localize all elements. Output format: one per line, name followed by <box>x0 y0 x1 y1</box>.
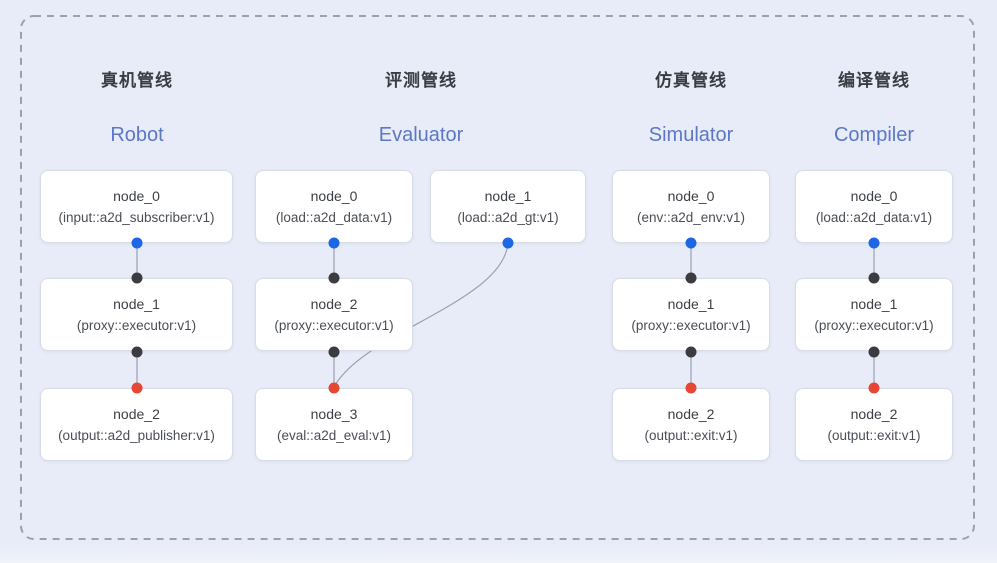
port-dot-black <box>328 346 340 358</box>
pipeline-title-en-simulator: Simulator <box>648 124 734 146</box>
node-spec: (env::a2d_env:v1) <box>636 210 746 225</box>
port-dot-blue <box>502 237 514 249</box>
node-title: node_2 <box>850 406 898 422</box>
node-spec: (output::exit:v1) <box>827 428 921 443</box>
node-spec: (proxy::executor:v1) <box>814 318 934 333</box>
node-spec: (proxy::executor:v1) <box>274 318 394 333</box>
node-robot-1: node_1 (proxy::executor:v1) <box>40 278 233 351</box>
node-title: node_0 <box>850 188 898 204</box>
port-dot-red <box>131 382 143 394</box>
node-compiler-2: node_2 (output::exit:v1) <box>795 388 953 461</box>
port-dot-red <box>328 382 340 394</box>
node-spec: (proxy::executor:v1) <box>76 318 197 333</box>
node-title: node_1 <box>113 296 160 312</box>
node-spec: (load::a2d_data:v1) <box>815 210 933 225</box>
node-evaluator-3: node_3 (eval::a2d_eval:v1) <box>255 388 413 461</box>
pipeline-title-zh-compiler: 编译管线 <box>838 71 910 90</box>
node-compiler-1: node_1 (proxy::executor:v1) <box>795 278 953 351</box>
node-simulator-2: node_2 (output::exit:v1) <box>612 388 770 461</box>
node-title: node_1 <box>667 296 715 312</box>
node-title: node_3 <box>310 406 358 422</box>
port-dot-black <box>685 272 697 284</box>
node-spec: (load::a2d_data:v1) <box>275 210 393 225</box>
port-dot-black <box>868 346 880 358</box>
node-title: node_0 <box>113 188 160 204</box>
pipeline-title-zh-simulator: 仿真管线 <box>655 71 727 90</box>
pipeline-title-zh-evaluator: 评测管线 <box>385 71 457 90</box>
port-dot-black <box>131 272 143 284</box>
node-spec: (eval::a2d_eval:v1) <box>276 428 392 443</box>
node-simulator-1: node_1 (proxy::executor:v1) <box>612 278 770 351</box>
port-dot-blue <box>328 237 340 249</box>
pipeline-title-en-robot: Robot <box>110 124 164 146</box>
node-spec: (output::exit:v1) <box>644 428 738 443</box>
node-title: node_1 <box>850 296 898 312</box>
pipeline-title-zh-robot: 真机管线 <box>101 71 173 90</box>
node-title: node_2 <box>667 406 715 422</box>
pipeline-title-en-compiler: Compiler <box>833 124 915 146</box>
node-robot-2: node_2 (output::a2d_publisher:v1) <box>40 388 233 461</box>
port-dot-blue <box>131 237 143 249</box>
port-dot-blue <box>685 237 697 249</box>
node-title: node_0 <box>667 188 715 204</box>
node-spec: (proxy::executor:v1) <box>631 318 751 333</box>
node-evaluator-1: node_1 (load::a2d_gt:v1) <box>430 170 586 243</box>
port-dot-black <box>131 346 143 358</box>
dashed-border <box>20 15 975 540</box>
node-simulator-0: node_0 (env::a2d_env:v1) <box>612 170 770 243</box>
pipeline-title-en-evaluator: Evaluator <box>378 124 464 146</box>
node-evaluator-0: node_0 (load::a2d_data:v1) <box>255 170 413 243</box>
port-dot-red <box>685 382 697 394</box>
node-title: node_2 <box>310 296 358 312</box>
port-dot-black <box>685 346 697 358</box>
port-dot-black <box>328 272 340 284</box>
port-dot-black <box>868 272 880 284</box>
node-spec: (load::a2d_gt:v1) <box>457 210 559 225</box>
port-dot-blue <box>868 237 880 249</box>
node-title: node_0 <box>310 188 358 204</box>
node-evaluator-2: node_2 (proxy::executor:v1) <box>255 278 413 351</box>
node-spec: (output::a2d_publisher:v1) <box>58 428 215 443</box>
node-spec: (input::a2d_subscriber:v1) <box>58 210 215 225</box>
node-compiler-0: node_0 (load::a2d_data:v1) <box>795 170 953 243</box>
edge-eval-gt-3 <box>333 242 509 388</box>
node-robot-0: node_0 (input::a2d_subscriber:v1) <box>40 170 233 243</box>
node-title: node_2 <box>113 406 160 422</box>
port-dot-red <box>868 382 880 394</box>
node-title: node_1 <box>484 188 532 204</box>
